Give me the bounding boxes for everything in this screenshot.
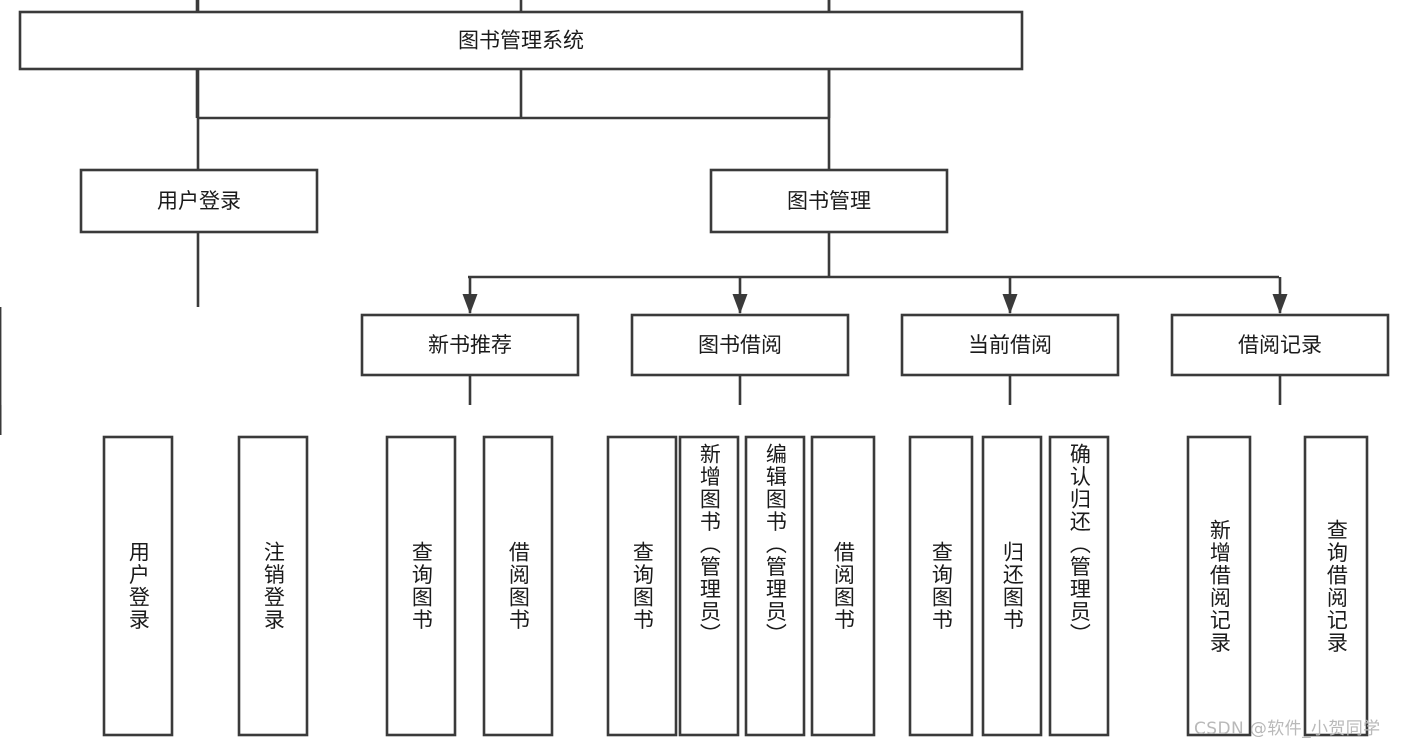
- node-leaf-query-book-2[interactable]: [606, 435, 678, 737]
- node-leaf-edit-book[interactable]: [744, 435, 806, 737]
- node-current-borrow-rect: [900, 313, 1120, 377]
- node-leaf-query-book-1-rect: [385, 435, 457, 737]
- arrow-to-book-borrow: [732, 294, 748, 314]
- node-leaf-user-logout-rect: [237, 435, 309, 737]
- node-leaf-user-login[interactable]: [102, 435, 174, 737]
- csdn-watermark: CSDN @软件_小贺同学: [1194, 719, 1381, 739]
- node-book-management-rect: [709, 168, 949, 234]
- arrow-to-current-borrow: [1002, 294, 1018, 314]
- node-user-login[interactable]: 用户登录: [79, 168, 319, 234]
- node-borrow-record[interactable]: 借阅记录: [1170, 313, 1390, 377]
- node-current-borrow-label: 当前借阅: [968, 333, 1052, 357]
- node-borrow-record-rect: [1170, 313, 1390, 377]
- arrow-to-borrow-record: [1272, 294, 1288, 314]
- node-new-book-recommend[interactable]: 新书推荐: [360, 313, 580, 377]
- node-leaf-query-book-1[interactable]: [385, 435, 457, 737]
- node-user-login-rect: [79, 168, 319, 234]
- node-root-root[interactable]: 图书管理系统: [18, 10, 1024, 71]
- node-leaf-query-record[interactable]: [1303, 435, 1369, 737]
- node-root-root-rect: [18, 10, 1024, 71]
- node-book-borrow-rect: [630, 313, 850, 377]
- node-leaf-borrow-book-2[interactable]: [810, 435, 876, 737]
- node-book-borrow-label: 图书借阅: [698, 333, 782, 357]
- node-book-management[interactable]: 图书管理: [709, 168, 949, 234]
- node-leaf-query-book-2-rect: [606, 435, 678, 737]
- node-leaf-borrow-book-2-rect: [810, 435, 876, 737]
- node-leaf-borrow-book-1[interactable]: [482, 435, 554, 737]
- node-new-book-recommend-label: 新书推荐: [428, 333, 512, 357]
- node-root-root-label: 图书管理系统: [458, 29, 584, 53]
- node-leaf-query-record-rect: [1303, 435, 1369, 737]
- node-leaf-return-book[interactable]: [981, 435, 1043, 737]
- arrow-to-new-book-recommend: [462, 294, 478, 314]
- node-leaf-user-login-rect: [102, 435, 174, 737]
- node-leaf-add-record[interactable]: [1186, 435, 1252, 737]
- node-leaf-add-book[interactable]: [678, 435, 740, 737]
- node-leaf-query-book-3[interactable]: [908, 435, 974, 737]
- node-leaf-query-book-3-rect: [908, 435, 974, 737]
- node-new-book-recommend-rect: [360, 313, 580, 377]
- node-book-management-label: 图书管理: [787, 189, 871, 213]
- node-book-borrow[interactable]: 图书借阅: [630, 313, 850, 377]
- node-leaf-confirm-return[interactable]: [1048, 435, 1110, 737]
- node-leaf-return-book-rect: [981, 435, 1043, 737]
- node-leaf-edit-book-rect: [744, 435, 806, 737]
- node-leaf-confirm-return-rect: [1048, 435, 1110, 737]
- node-user-login-label: 用户登录: [157, 189, 241, 213]
- node-leaf-borrow-book-1-rect: [482, 435, 554, 737]
- node-leaf-user-logout[interactable]: [237, 435, 309, 737]
- node-current-borrow[interactable]: 当前借阅: [900, 313, 1120, 377]
- node-leaf-add-record-rect: [1186, 435, 1252, 737]
- node-leaf-add-book-rect: [678, 435, 740, 737]
- node-borrow-record-label: 借阅记录: [1238, 333, 1322, 357]
